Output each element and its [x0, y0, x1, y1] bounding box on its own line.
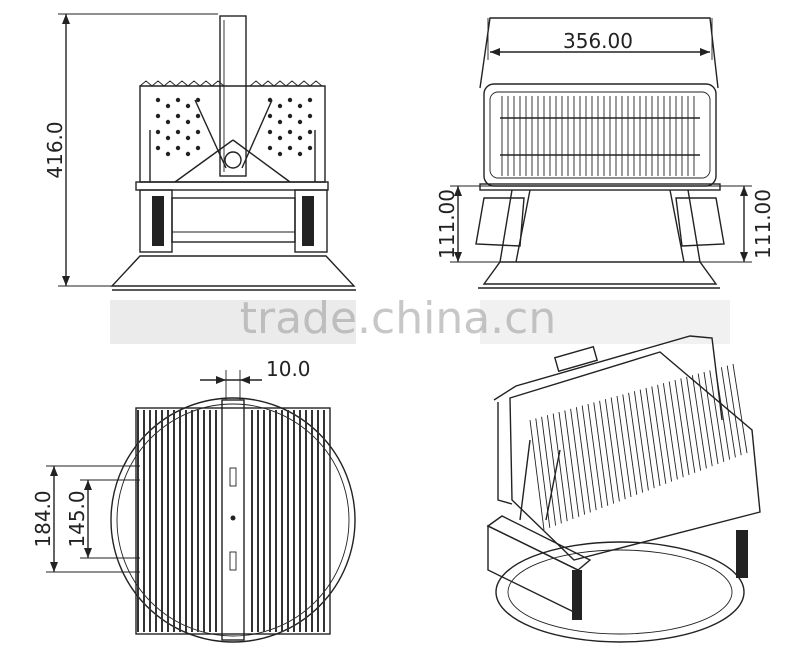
top-gap-label: 10.0 [266, 357, 311, 381]
side-left-height-label: 111.00 [435, 189, 459, 259]
top-inner-height-label: 145.0 [65, 490, 89, 547]
watermark: trade.china.cn [110, 293, 730, 344]
side-right-height-label: 111.00 [751, 189, 775, 259]
isometric-view [486, 335, 761, 643]
top-reflector [110, 397, 356, 643]
iso-heatsink [509, 351, 761, 561]
front-reflector [110, 255, 356, 287]
side-heatsink [483, 83, 717, 187]
watermark-text: trade.china.cn [240, 293, 557, 344]
iso-driver-box [487, 524, 579, 616]
front-height-label: 416.0 [43, 121, 67, 178]
mounting-bracket [219, 15, 247, 177]
top-heatsink [135, 407, 331, 635]
side-reflector [482, 261, 718, 285]
iso-handle [493, 335, 723, 421]
top-view: 10.0 184.0 145.0 [31, 357, 356, 643]
side-view: 356.00 111.00 111.00 [435, 17, 775, 289]
top-outer-height-label: 184.0 [31, 490, 55, 547]
side-width-label: 356.00 [563, 29, 633, 53]
side-handle [479, 17, 719, 89]
iso-reflector [495, 541, 745, 643]
front-view: 416.0 [43, 13, 356, 291]
